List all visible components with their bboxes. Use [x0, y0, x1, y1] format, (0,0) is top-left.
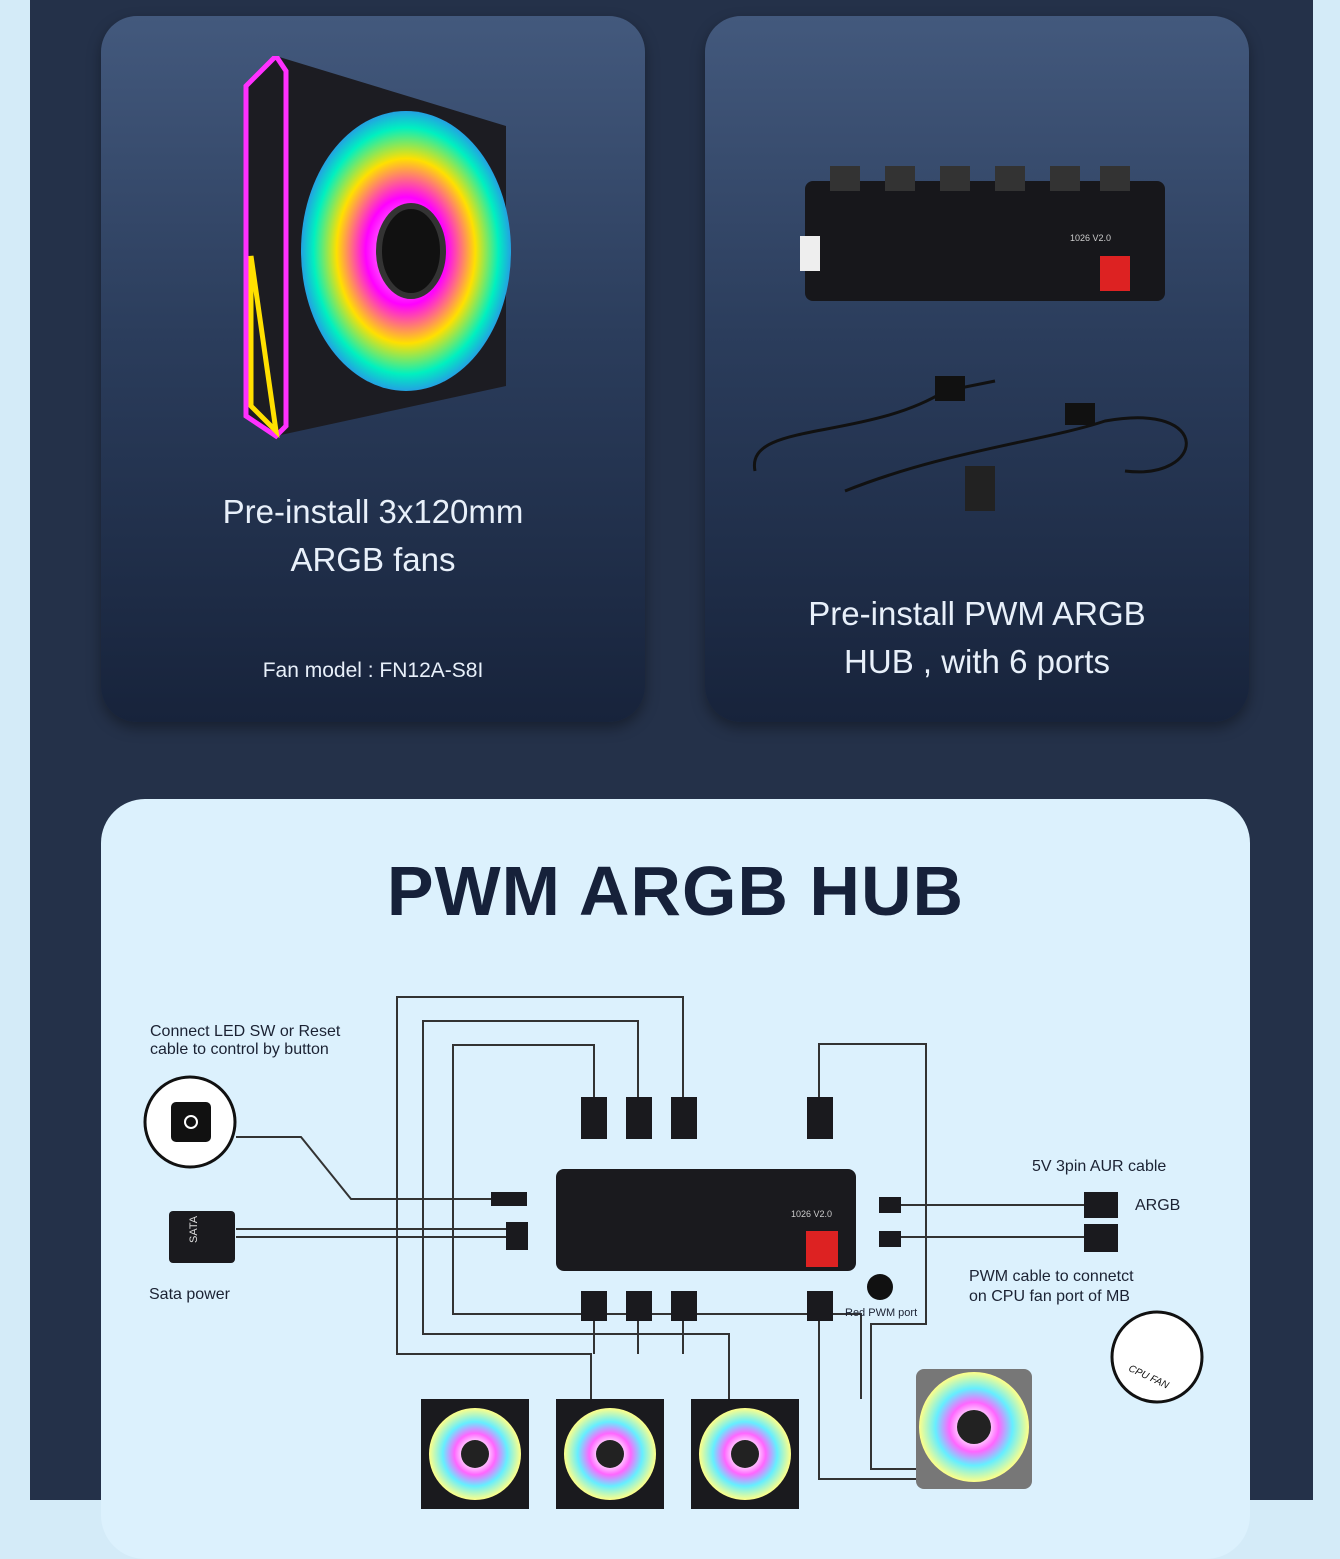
fan-icons — [421, 1369, 1032, 1509]
svg-text:1026 V2.0: 1026 V2.0 — [1070, 233, 1111, 243]
wiring-diagram: SATA CPU FAN 1026 V2.0 — [143, 996, 1204, 1509]
diagram-panel: PWM ARGB HUB SATA CPU FAN — [101, 799, 1250, 1559]
sata-label: Sata power — [149, 1286, 230, 1303]
hub-card-title-1: Pre-install PWM ARGB — [808, 595, 1146, 632]
fan-card-title-2: ARGB fans — [290, 541, 456, 578]
red-pwm-port-label: Red PWM port — [845, 1307, 918, 1319]
aur-label: 5V 3pin AUR cable — [1032, 1158, 1167, 1175]
hub-board-image: 1026 V2.0 — [800, 166, 1165, 301]
svg-text:1026 V2.0: 1026 V2.0 — [791, 1209, 832, 1219]
fan-card-title-1: Pre-install 3x120mm — [222, 493, 524, 530]
fan-model-label: Fan model : FN12A-S8I — [262, 659, 484, 682]
svg-text:SATA: SATA — [188, 1215, 200, 1243]
argb-label: ARGB — [1135, 1197, 1181, 1214]
pwm-label-2: on CPU fan port of MB — [969, 1288, 1130, 1305]
hub-card: 1026 V2.0 Pre-install PWM ARGB HUB , wit… — [705, 16, 1249, 722]
diagram-title: PWM ARGB HUB — [386, 852, 965, 930]
argb-fan-image — [243, 56, 511, 440]
led-label-2: cable to control by button — [150, 1041, 329, 1058]
fan-card: Pre-install 3x120mm ARGB fans Fan model … — [101, 16, 645, 722]
cables-image — [753, 376, 1188, 511]
pwm-label-1: PWM cable to connetct — [969, 1268, 1134, 1285]
led-label-1: Connect LED SW or Reset — [150, 1023, 341, 1040]
hub-card-title-2: HUB , with 6 ports — [844, 643, 1110, 680]
